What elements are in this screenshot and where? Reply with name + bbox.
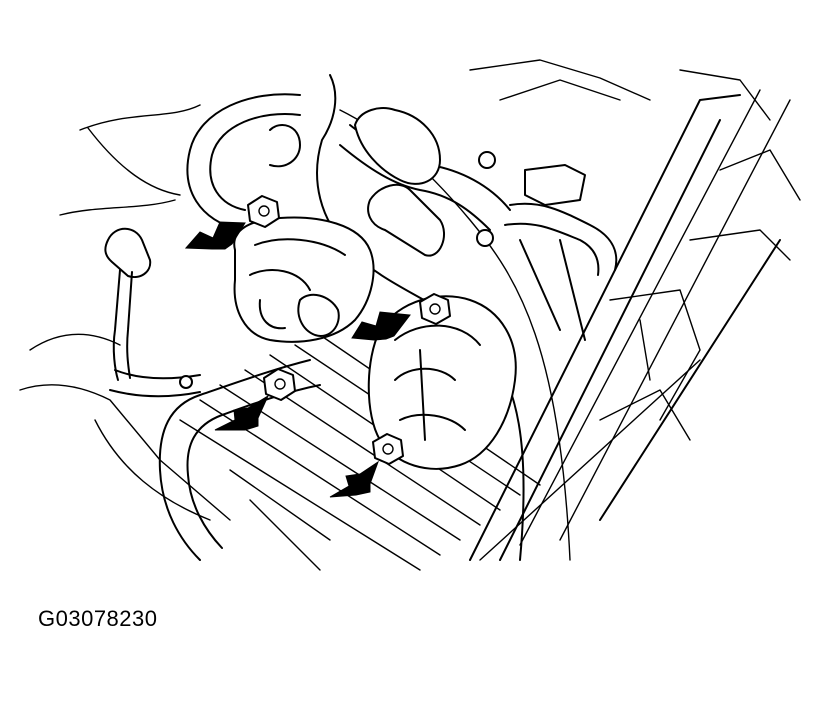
upper-hose — [339, 107, 511, 257]
right-frame-rail — [469, 89, 791, 561]
figure-code: G03078230 — [38, 606, 158, 631]
engine-component-illustration — [19, 59, 801, 571]
lower-curved-hose — [109, 359, 321, 561]
engine-background-structure — [19, 59, 801, 561]
bolt-icon — [419, 293, 451, 325]
bolt-icon — [372, 433, 404, 465]
arrow-icon — [329, 460, 379, 498]
arrow-icon — [184, 221, 246, 250]
arrow-icon — [351, 311, 411, 341]
pointer-arrows — [184, 221, 411, 498]
mounting-bolts — [179, 151, 496, 465]
bolt-icon — [263, 368, 296, 401]
arrow-icon — [214, 394, 270, 431]
left-hose-loop — [186, 93, 301, 231]
left-connector — [104, 227, 152, 381]
bolt-icon — [247, 195, 280, 228]
pump-body — [233, 216, 375, 343]
right-pipe-bracket — [504, 164, 618, 341]
compressor-body — [367, 295, 517, 470]
